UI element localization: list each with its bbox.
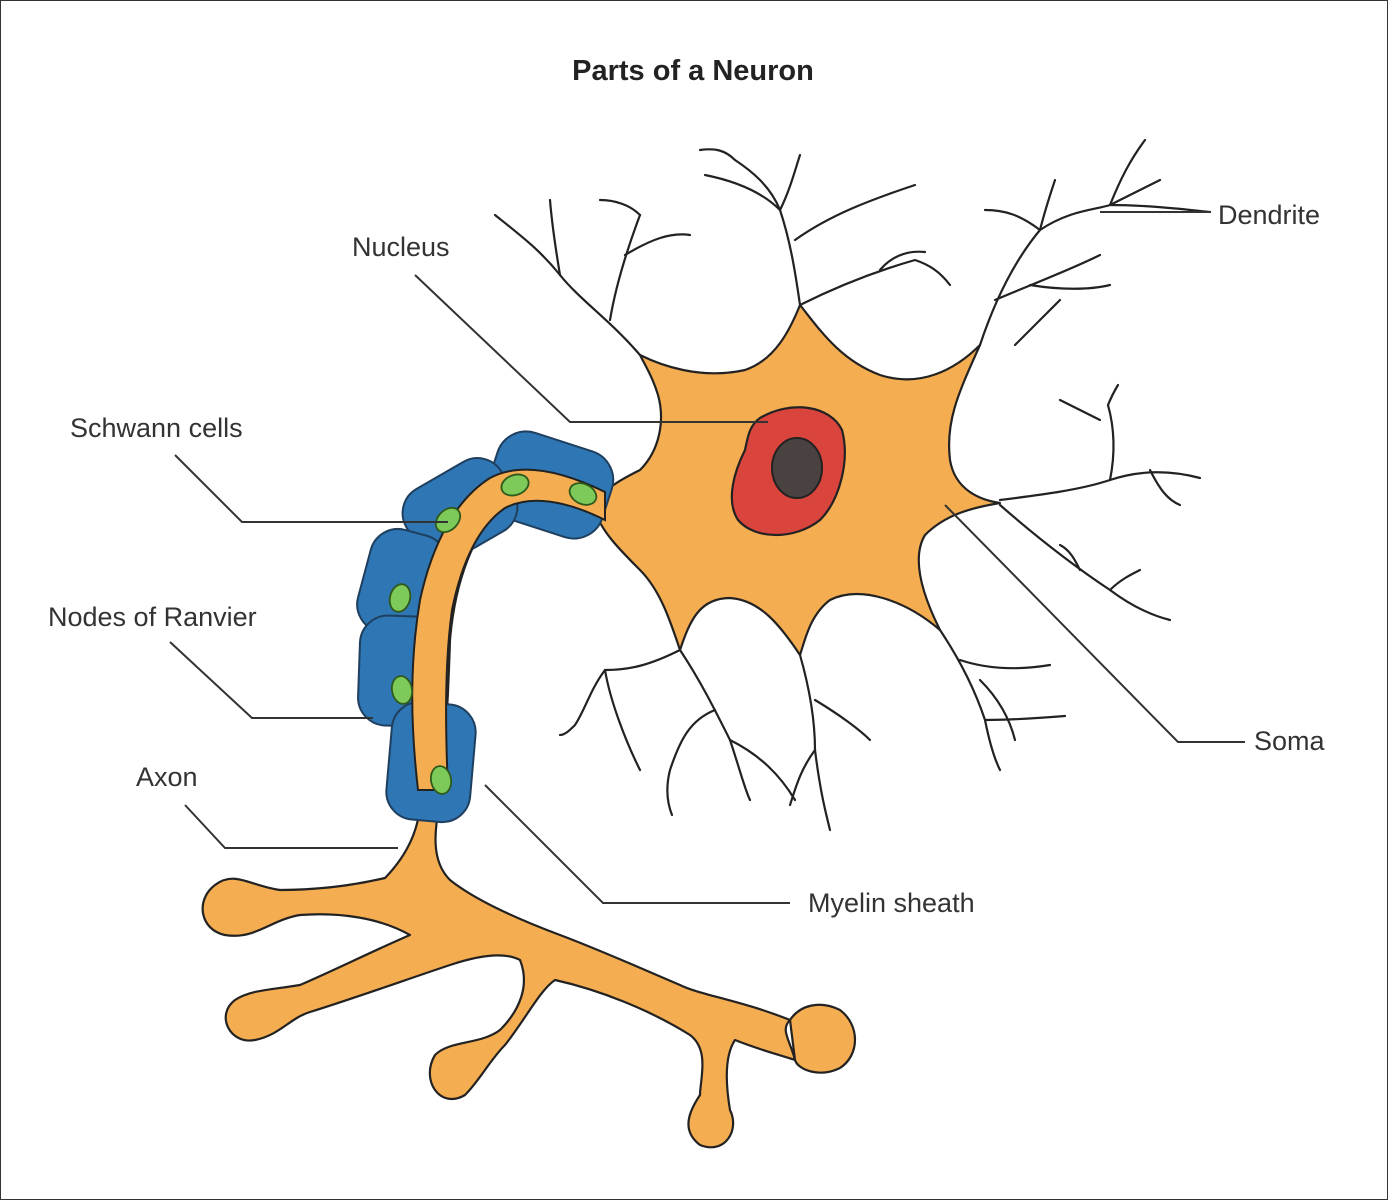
leader-lines xyxy=(169,211,1245,904)
label-axon: Axon xyxy=(136,762,198,792)
label-schwann-cells: Schwann cells xyxy=(70,413,243,443)
dendrites-bottom xyxy=(558,628,1067,832)
dendrites-right xyxy=(998,383,1202,622)
dendrites xyxy=(493,138,1212,357)
label-nodes-of-ranvier: Nodes of Ranvier xyxy=(48,602,257,632)
label-myelin-sheath: Myelin sheath xyxy=(808,888,975,918)
label-nucleus: Nucleus xyxy=(352,232,450,262)
label-soma: Soma xyxy=(1254,726,1326,756)
axon-shape xyxy=(201,477,797,1149)
nodes-of-ranvier xyxy=(388,473,598,795)
diagram-title: Parts of a Neuron xyxy=(572,55,814,87)
axon-core xyxy=(411,468,606,791)
label-dendrite: Dendrite xyxy=(1218,200,1320,230)
axon-terminal xyxy=(788,1003,856,1074)
nucleolus-shape xyxy=(771,437,823,499)
